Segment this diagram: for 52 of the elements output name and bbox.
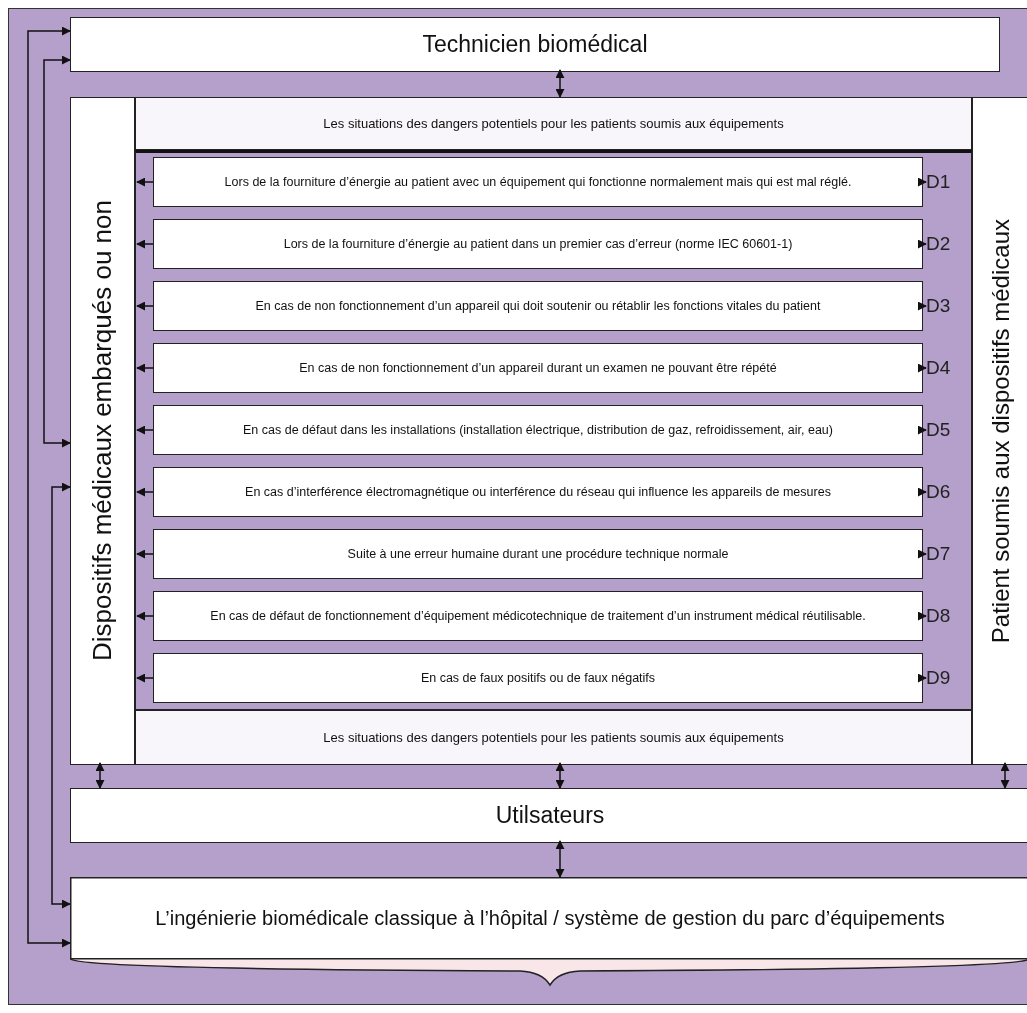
- hazard-box: Lors de la fourniture d’énergie au patient avec un équipement qui fonctionne normalement mais qui est mal réglé.: [153, 157, 923, 207]
- box-label: L’ingénierie biomédicale classique à l’hôpital / système de gestion du parc d’équipements: [154, 905, 946, 931]
- arrow: [136, 177, 154, 187]
- arrow: [136, 425, 154, 435]
- hazard-code: D3: [926, 291, 970, 321]
- arrow: [917, 177, 927, 187]
- arrow: [917, 363, 927, 373]
- arrow: [917, 487, 927, 497]
- header-band: Les situations des dangers potentiels pour les patients soumis aux équipements: [135, 710, 972, 765]
- arrow: [917, 425, 927, 435]
- hazard-code: D1: [926, 167, 970, 197]
- arrow: [27, 26, 71, 948]
- hazard-code: D7: [926, 539, 970, 569]
- hazard-code: D2: [926, 229, 970, 259]
- arrow: [917, 301, 927, 311]
- arrow: [917, 611, 927, 621]
- hazard-box: En cas de défaut de fonctionnement d’équipement médicotechnique de traitement d’un instrument médical réutilisable.: [153, 591, 923, 641]
- role-box: [70, 877, 1027, 987]
- hazard-box: En cas de non fonctionnement d’un appareil durant un examen ne pouvant être répété: [153, 343, 923, 393]
- arrow: [136, 673, 154, 683]
- arrow: [917, 549, 927, 559]
- hazard-box: Lors de la fourniture d’énergie au patient dans un premier cas d’erreur (norme IEC 60601-1): [153, 219, 923, 269]
- arrow: [136, 487, 154, 497]
- arrow: [555, 840, 565, 878]
- hazard-box: En cas de défaut dans les installations (installation électrique, distribution de gaz, refroidissement, air, eau): [153, 405, 923, 455]
- hazard-code: D6: [926, 477, 970, 507]
- arrow: [43, 55, 71, 448]
- hazard-code: D8: [926, 601, 970, 631]
- arrow: [555, 762, 565, 789]
- arrow: [136, 239, 154, 249]
- arrow: [917, 239, 927, 249]
- arrow: [917, 673, 927, 683]
- hazard-box: Suite à une erreur humaine durant une procédure technique normale: [153, 529, 923, 579]
- arrow: [136, 363, 154, 373]
- column-title: Patient soumis aux dispositifs médicaux: [987, 218, 1015, 644]
- role-box: Technicien biomédical: [70, 17, 1000, 72]
- arrow: [136, 301, 154, 311]
- arrow: [555, 69, 565, 98]
- arrow: [136, 611, 154, 621]
- arrow: [51, 482, 71, 909]
- header-band: Les situations des dangers potentiels pour les patients soumis aux équipements: [135, 97, 972, 150]
- hazard-box: En cas de faux positifs ou de faux négatifs: [153, 653, 923, 703]
- hazard-box: En cas d’interférence électromagnétique ou interférence du réseau qui influence les appareils de mesures: [153, 467, 923, 517]
- arrow: [136, 549, 154, 559]
- hazard-code: D9: [926, 663, 970, 693]
- hazard-box: En cas de non fonctionnement d’un appareil qui doit soutenir ou rétablir les fonctions vitales du patient: [153, 281, 923, 331]
- arrow: [95, 762, 105, 789]
- role-box: Utilsateurs: [70, 788, 1027, 843]
- hazard-code: D4: [926, 353, 970, 383]
- hazard-code: D5: [926, 415, 970, 445]
- arrow: [1000, 762, 1010, 789]
- column-title: Dispositifs médicaux embarqués ou non: [87, 200, 118, 662]
